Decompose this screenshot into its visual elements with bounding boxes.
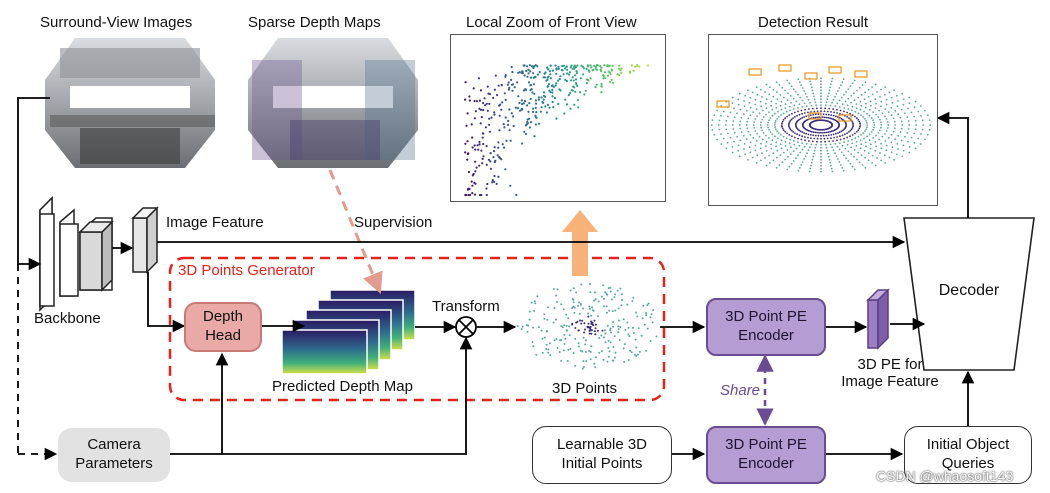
supervision-label: Supervision <box>354 214 433 231</box>
pe-encoder-top-line2: Encoder <box>738 327 794 344</box>
supervision-arrow <box>328 169 383 294</box>
pe-feature-block <box>866 288 890 350</box>
points-3d-cloud <box>516 283 658 370</box>
queries-line2: Queries <box>941 455 995 472</box>
camera-line2: Parameters <box>75 455 153 472</box>
generator-dashed-frame <box>168 256 666 402</box>
orange-up-arrow <box>562 210 598 276</box>
predicted-depth-stack <box>281 289 416 375</box>
pe-for-feature-label: 3D PE for Image Feature <box>830 356 950 391</box>
local-zoom-frame <box>450 34 666 202</box>
image-feature-block <box>131 206 159 274</box>
depth-head-line1: Depth <box>202 308 244 326</box>
sparse-depth-octagon <box>248 38 418 168</box>
detection-title: Detection Result <box>758 14 869 31</box>
surround-view-octagon <box>45 38 215 168</box>
pe-for-feature-line2: Image Feature <box>841 373 939 391</box>
generator-label: 3D Points Generator <box>178 262 315 279</box>
backbone-blocks <box>39 196 114 312</box>
local-zoom-pointcloud <box>464 63 650 197</box>
local-zoom-title: Local Zoom of Front View <box>466 14 637 31</box>
queries-line1: Initial Object <box>926 436 1010 454</box>
learnable-line1: Learnable 3D <box>556 436 648 454</box>
depth-head-line2: Head <box>205 327 241 344</box>
connector-lines <box>17 97 975 461</box>
surround-view-title: Surround-View Images <box>40 14 193 31</box>
sparse-depth-title: Sparse Depth Maps <box>248 14 381 31</box>
watermark: CSDN @whaosoft143 <box>876 468 1014 484</box>
pe-encoder-bottom-line2: Encoder <box>738 455 794 472</box>
transform-operator <box>455 316 477 338</box>
detection-frame <box>708 34 938 206</box>
camera-line1: Camera <box>87 436 141 454</box>
predicted-depth-map-label: Predicted Depth Map <box>272 378 413 395</box>
share-label: Share <box>720 382 761 399</box>
pe-encoder-bottom-line1: 3D Point PE <box>725 436 807 454</box>
backbone-label: Backbone <box>34 310 101 327</box>
learnable-line2: Initial Points <box>561 455 643 472</box>
pe-encoder-top-line1: 3D Point PE <box>725 308 807 326</box>
points-3d-label: 3D Points <box>552 380 618 397</box>
image-feature-label: Image Feature <box>166 214 264 231</box>
decoder-label: Decoder <box>938 282 1000 299</box>
pe-for-feature-line1: 3D PE for <box>857 356 923 373</box>
detection-pointcloud <box>710 64 932 173</box>
transform-label: Transform <box>432 298 500 315</box>
